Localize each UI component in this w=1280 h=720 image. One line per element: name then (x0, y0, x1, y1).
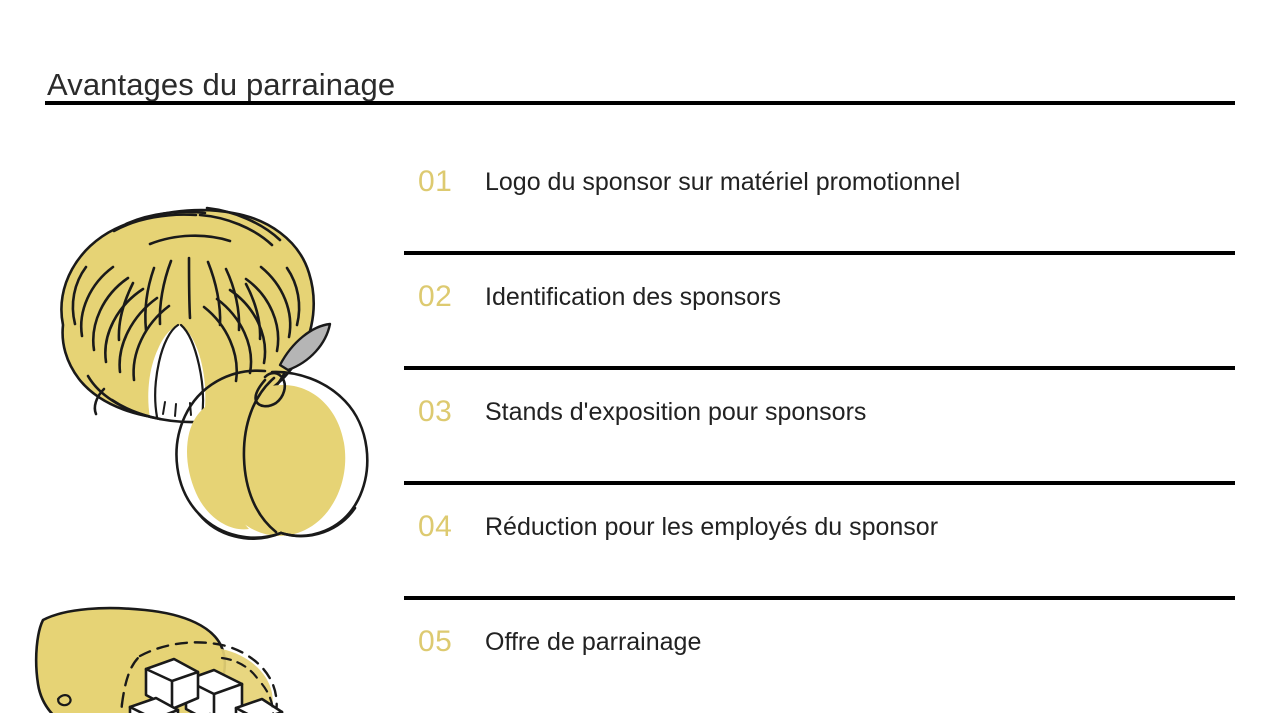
list-item-label: Identification des sponsors (485, 283, 782, 311)
list-item-number: 01 (418, 165, 453, 198)
list-item[interactable]: 02 Identification des sponsors (404, 255, 1235, 370)
benefits-list: 01 Logo du sponsor sur matériel promotio… (404, 140, 1235, 715)
list-item-label: Offre de parrainage (485, 628, 702, 656)
list-item-number: 02 (418, 280, 453, 313)
illustration-column (0, 118, 400, 713)
apricot-illustration (175, 322, 369, 540)
list-item-number: 03 (418, 395, 453, 428)
list-item[interactable]: 05 Offre de parrainage (404, 600, 1235, 715)
list-item-label: Réduction pour les employés du sponsor (485, 513, 939, 541)
list-item-divider (404, 596, 1235, 600)
list-item-divider (404, 481, 1235, 485)
list-item-number: 05 (418, 625, 453, 658)
list-item[interactable]: 01 Logo du sponsor sur matériel promotio… (404, 140, 1235, 255)
page-title: Avantages du parrainage (47, 66, 396, 102)
potato-with-diced-cubes-illustration (34, 606, 284, 713)
title-divider (45, 101, 1235, 105)
list-item[interactable]: 04 Réduction pour les employés du sponso… (404, 485, 1235, 600)
list-item-divider (404, 366, 1235, 370)
list-item[interactable]: 03 Stands d'exposition pour sponsors (404, 370, 1235, 485)
list-item-label: Logo du sponsor sur matériel promotionne… (485, 168, 961, 196)
list-item-label: Stands d'exposition pour sponsors (485, 398, 867, 426)
lettuce-head-illustration (60, 206, 315, 424)
list-item-number: 04 (418, 510, 453, 543)
list-item-divider (404, 251, 1235, 255)
